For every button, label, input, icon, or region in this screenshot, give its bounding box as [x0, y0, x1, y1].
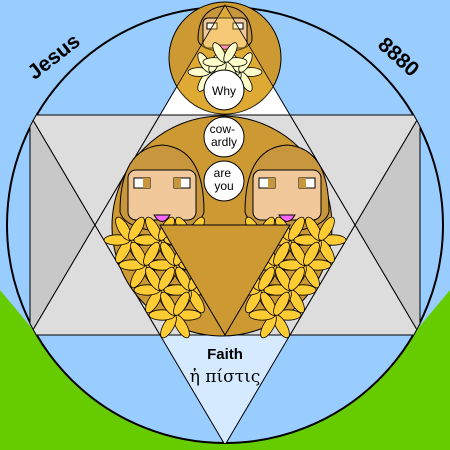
faith-greek-label: ἡ πίστις: [190, 367, 261, 387]
flower-petal: [318, 216, 335, 241]
flower-petal: [158, 266, 175, 291]
flower-petal: [128, 216, 145, 241]
flower-petal: [258, 266, 275, 291]
flower-petal: [173, 291, 190, 316]
face-icon-right: [244, 144, 330, 233]
speech-bubble-cowardly: cow- ardly: [203, 116, 245, 158]
flower-petal: [273, 241, 290, 266]
flower-petal: [288, 216, 305, 241]
bubble-text-are: are: [214, 166, 232, 180]
flower-petal: [273, 291, 290, 316]
flower-petal: [288, 266, 305, 291]
flower-petal: [303, 241, 320, 266]
svg-text:cow- ardly: cow- ardly: [210, 122, 239, 149]
svg-text:are you: are you: [214, 166, 235, 193]
face-icon-left: [119, 144, 205, 233]
faith-label: Faith: [207, 346, 243, 363]
bubble-text-you: you: [214, 179, 233, 193]
bubble-text-cowardly-2: ardly: [211, 135, 237, 149]
speech-bubble-why: Why: [203, 69, 245, 111]
bubble-text-why: Why: [212, 84, 236, 98]
bubble-text-cowardly-1: cow-: [210, 122, 235, 136]
flower-petal: [223, 42, 238, 63]
center-gold-triangle: [159, 224, 291, 336]
flower-petal: [143, 241, 160, 266]
speech-bubble-are-you: are you: [203, 160, 245, 202]
